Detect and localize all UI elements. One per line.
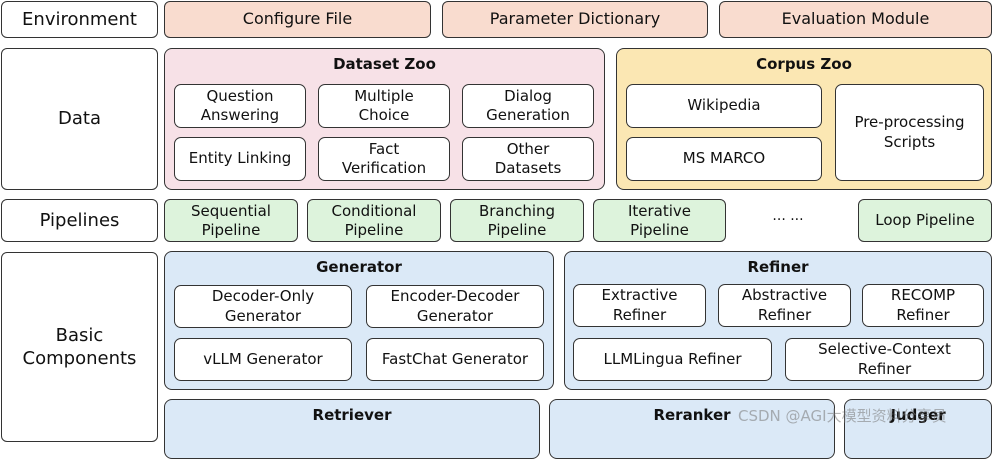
dataset-dialog-generation: Dialog Generation <box>462 84 594 128</box>
dataset-fact-verification: Fact Verification <box>318 137 450 181</box>
retriever-title: Retriever <box>312 406 392 424</box>
watermark-text: CSDN @AGI大模型资料分享员 <box>738 407 947 425</box>
judger-title: Judger <box>890 406 946 424</box>
refiner-abstractive: Abstractive Refiner <box>718 284 851 327</box>
corpus-preprocessing-scripts: Pre-processing Scripts <box>835 84 984 181</box>
refiner-recomp: RECOMP Refiner <box>862 284 984 327</box>
pipeline-iterative: Iterative Pipeline <box>593 199 726 242</box>
refiner-title: Refiner <box>747 258 809 276</box>
generator-vllm: vLLM Generator <box>174 338 352 381</box>
env-configure-file: Configure File <box>164 1 431 38</box>
env-parameter-dictionary: Parameter Dictionary <box>442 1 708 38</box>
retriever-group: Retriever <box>164 399 540 459</box>
pipeline-loop: Loop Pipeline <box>858 199 992 242</box>
row-label-environment: Environment <box>1 1 158 38</box>
corpus-wikipedia: Wikipedia <box>626 84 822 128</box>
generator-title: Generator <box>316 258 402 276</box>
dataset-zoo-title: Dataset Zoo <box>333 55 436 73</box>
dataset-entity-linking: Entity Linking <box>174 137 306 181</box>
env-evaluation-module: Evaluation Module <box>719 1 992 38</box>
corpus-zoo-title: Corpus Zoo <box>756 55 852 73</box>
corpus-ms-marco: MS MARCO <box>626 137 822 181</box>
pipeline-ellipsis: ... ... <box>772 208 804 224</box>
row-label-basic-components: Basic Components <box>1 252 158 442</box>
pipeline-conditional: Conditional Pipeline <box>307 199 441 242</box>
generator-fastchat: FastChat Generator <box>366 338 544 381</box>
refiner-selective-context: Selective-Context Refiner <box>785 338 984 381</box>
row-label-pipelines: Pipelines <box>1 199 158 242</box>
generator-decoder-only: Decoder-Only Generator <box>174 285 352 328</box>
generator-encoder-decoder: Encoder-Decoder Generator <box>366 285 544 328</box>
pipeline-sequential: Sequential Pipeline <box>164 199 298 242</box>
refiner-extractive: Extractive Refiner <box>573 284 706 327</box>
dataset-question-answering: Question Answering <box>174 84 306 128</box>
dataset-multiple-choice: Multiple Choice <box>318 84 450 128</box>
pipeline-branching: Branching Pipeline <box>450 199 584 242</box>
row-label-data: Data <box>1 48 158 190</box>
dataset-other-datasets: Other Datasets <box>462 137 594 181</box>
refiner-llmlingua: LLMLingua Refiner <box>573 338 772 381</box>
reranker-title: Reranker <box>653 406 731 424</box>
